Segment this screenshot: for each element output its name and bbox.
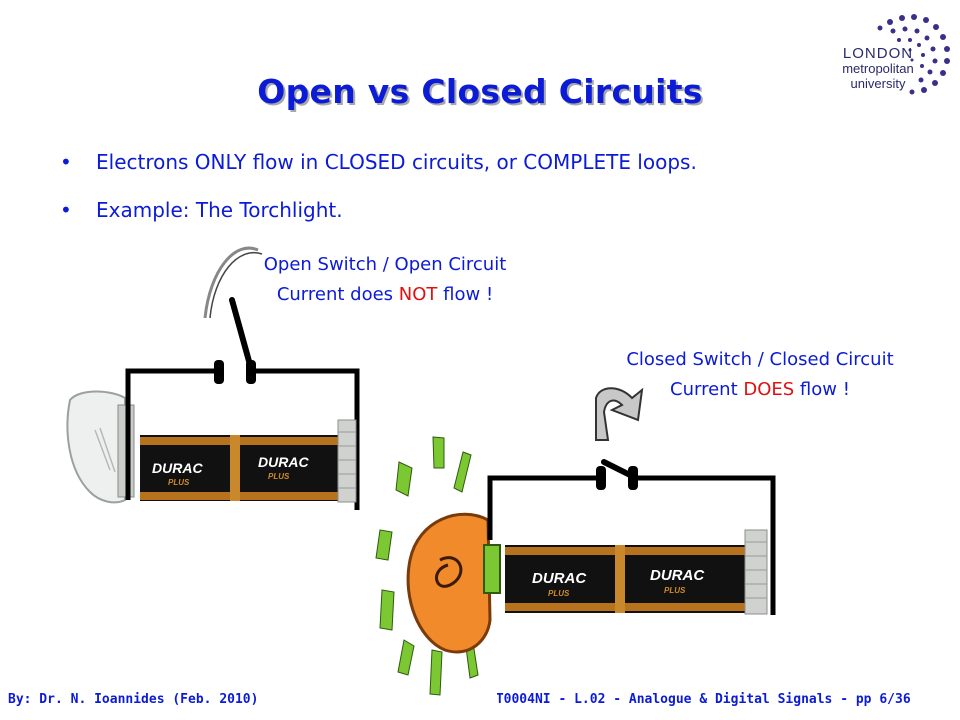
- caption-text: Current does: [276, 284, 399, 305]
- lit-bulb-icon: [406, 512, 501, 654]
- svg-text:PLUS: PLUS: [268, 472, 290, 481]
- battery-icon: DURAC PLUS: [505, 545, 625, 613]
- university-logo: LONDON metropolitan university: [836, 46, 920, 91]
- closed-circuit: DURAC PLUS DURAC PLUS: [375, 436, 776, 696]
- caption-emphasis: DOES: [743, 379, 795, 400]
- battery-icon: DURAC PLUS: [625, 529, 768, 615]
- bullet-text: Example: The Torchlight.: [96, 198, 343, 222]
- svg-text:DURAC: DURAC: [258, 454, 309, 470]
- list-item: • Example: The Torchlight.: [58, 192, 697, 240]
- bullet-icon: •: [60, 198, 72, 222]
- battery-icon: DURAC PLUS: [140, 435, 240, 501]
- caption-line: Current does NOT flow !: [210, 280, 560, 310]
- caption-text: Current: [670, 379, 744, 400]
- caption-emphasis: NOT: [398, 284, 438, 305]
- svg-text:DURAC: DURAC: [650, 567, 705, 584]
- footer-course-text: CT0004NI - L.02 - Analogue & Digital Sig…: [497, 692, 911, 707]
- caption-line: Closed Switch / Closed Circuit: [626, 349, 894, 370]
- svg-text:PLUS: PLUS: [168, 478, 190, 487]
- logo-line: LONDON: [842, 45, 914, 62]
- open-circuit-caption: Open Switch / Open Circuit Current does …: [210, 250, 560, 310]
- logo-dots-icon: [877, 14, 950, 95]
- logo-line: metropolitan: [842, 61, 914, 76]
- caption-line: Current DOES flow !: [580, 375, 940, 405]
- curved-arrow-icon: [595, 387, 644, 441]
- list-item: • Electrons ONLY flow in CLOSED circuits,…: [58, 144, 697, 192]
- caption-line: Open Switch / Open Circuit: [263, 254, 507, 275]
- svg-text:PLUS: PLUS: [548, 589, 570, 598]
- open-circuit: DURAC PLUS DURAC PLUS: [66, 246, 360, 510]
- svg-text:DURAC: DURAC: [152, 460, 203, 476]
- caption-text: flow !: [794, 379, 850, 400]
- caption-text: flow !: [437, 284, 494, 305]
- unlit-bulb-icon: [66, 390, 135, 504]
- svg-text:DURAC: DURAC: [532, 570, 587, 587]
- footer-author: By: Dr. N. Ioannides (Feb. 2010): [8, 692, 259, 707]
- battery-icon: DURAC PLUS: [240, 419, 357, 503]
- footer-course: CT0004NI - L.02 - Analogue & Digital Sig…: [497, 692, 953, 707]
- bullet-icon: •: [60, 150, 72, 174]
- logo-line: university: [850, 76, 906, 91]
- svg-text:PLUS: PLUS: [664, 586, 686, 595]
- page-title: Open vs Closed Circuits: [257, 72, 703, 111]
- bullet-text: Electrons ONLY flow in CLOSED circuits, …: [96, 150, 697, 174]
- closed-circuit-caption: Closed Switch / Closed Circuit Current D…: [580, 345, 940, 405]
- bullet-list: • Electrons ONLY flow in CLOSED circuits,…: [58, 144, 697, 240]
- light-rays-icon: [375, 436, 479, 696]
